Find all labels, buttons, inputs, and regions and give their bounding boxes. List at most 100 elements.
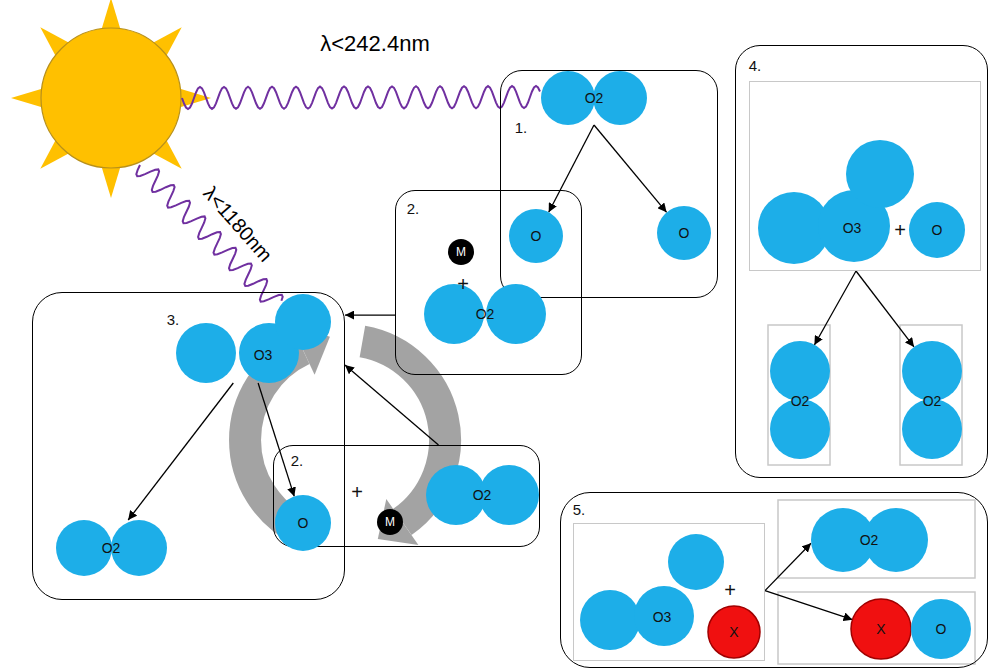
sun-disc: [41, 28, 181, 168]
step-box: 2. + M O2: [395, 190, 582, 375]
molecule: O2: [770, 341, 830, 459]
atom-label: O3: [653, 610, 672, 624]
atom-label: O: [531, 229, 542, 243]
molecule: O3: [758, 140, 914, 264]
reaction-arrow: [594, 125, 667, 212]
step-number: 1.: [515, 120, 528, 135]
atom-label: M: [385, 516, 395, 528]
atom-circle: O: [911, 599, 971, 659]
step-number: 3.: [167, 312, 180, 327]
step-number: 2.: [407, 201, 420, 216]
atom-label: O3: [254, 348, 273, 362]
atom: [708, 606, 760, 658]
atom: [377, 509, 403, 535]
atom-label: O2: [791, 394, 810, 408]
step-box: 2. + O M O2: [273, 445, 540, 547]
atom-circle: M: [448, 239, 474, 265]
atom-circle: O: [275, 495, 331, 551]
step-box: 3. O3O2: [32, 292, 345, 600]
atom: [668, 534, 724, 590]
atom: [486, 284, 546, 344]
atom-label: O: [298, 516, 309, 530]
product-frame: [768, 325, 830, 465]
atom-label: O3: [843, 221, 862, 235]
molecule: O3: [176, 294, 331, 383]
atom-label: O2: [923, 394, 942, 408]
atom: [851, 599, 911, 659]
atom-label: O: [679, 226, 690, 240]
atom: [902, 399, 962, 459]
atom: [509, 209, 563, 263]
step-box: 1. O2O O: [500, 70, 718, 298]
step-number: 2.: [291, 453, 304, 468]
atom-label: O2: [476, 307, 495, 321]
atom-circle: O: [657, 206, 711, 260]
reactant-group: + O3 O: [749, 81, 981, 271]
plus-sign: +: [351, 482, 363, 502]
reaction-arrow: [258, 383, 294, 496]
step-number: +: [724, 580, 736, 600]
atom-shape: [580, 534, 724, 650]
reaction-arrow: [128, 383, 233, 520]
light-wave: [136, 165, 282, 302]
reactant-group: + O3X: [573, 523, 765, 661]
atom-circle: O: [909, 202, 965, 258]
sun: [11, 0, 211, 198]
atom-shape: [758, 140, 914, 264]
atom: [275, 495, 331, 551]
molecule: O2: [541, 71, 647, 125]
atom-circle: X: [851, 599, 911, 659]
step-number: 5.: [573, 502, 586, 517]
reaction-arrow: [856, 271, 914, 347]
atom-label: O2: [473, 488, 492, 502]
atom: [846, 140, 914, 208]
reaction-arrow: [345, 314, 395, 315]
atom: [448, 239, 474, 265]
atom: [911, 599, 971, 659]
atom-label: O2: [102, 541, 121, 555]
atom: [902, 341, 962, 401]
reaction-arrow: [765, 543, 811, 590]
reaction-arrow: [549, 125, 594, 212]
atom-circle: O: [509, 209, 563, 263]
atom-label: O: [932, 223, 943, 237]
atom: [770, 399, 830, 459]
product-frame: [778, 592, 975, 664]
atom: [909, 202, 965, 258]
atom: [275, 294, 331, 350]
atom-label: M: [456, 246, 466, 258]
product-frame: [778, 500, 975, 578]
molecule: O2: [56, 520, 167, 576]
step-number: +: [894, 220, 906, 240]
atom: [176, 323, 236, 383]
step-box: 4. + O3 O O2 O2: [735, 45, 988, 478]
atom-circle: X: [708, 606, 760, 658]
reaction-arrow: [345, 365, 439, 445]
atom-label: O2: [860, 533, 879, 547]
atom-label: X: [729, 625, 738, 639]
reaction-arrow: [814, 271, 856, 345]
atom: [424, 284, 484, 344]
atom-circle: M: [377, 509, 403, 535]
molecule: O2: [426, 465, 539, 525]
molecule: O2: [902, 341, 962, 459]
wavelength-label: λ<242.4nm: [320, 33, 429, 55]
atom-label: O2: [585, 91, 604, 105]
step-box: 5. + O3X O2X O: [560, 492, 988, 668]
atom: [770, 341, 830, 401]
reaction-arrow: [765, 591, 853, 620]
step-number: 4.: [749, 58, 762, 73]
light-wave: [182, 86, 540, 109]
atom-label: X: [876, 622, 885, 636]
product-frame: [900, 325, 962, 465]
plus-sign: +: [457, 274, 469, 294]
wavelength-label: λ<1180nm: [200, 183, 276, 266]
light-wave: [136, 86, 540, 302]
atom-label: O: [936, 622, 947, 636]
atom-shape: [176, 294, 331, 383]
atom: [634, 586, 694, 646]
atom: [580, 590, 640, 650]
cycle-head: [378, 499, 419, 545]
molecule: O2: [424, 284, 546, 344]
